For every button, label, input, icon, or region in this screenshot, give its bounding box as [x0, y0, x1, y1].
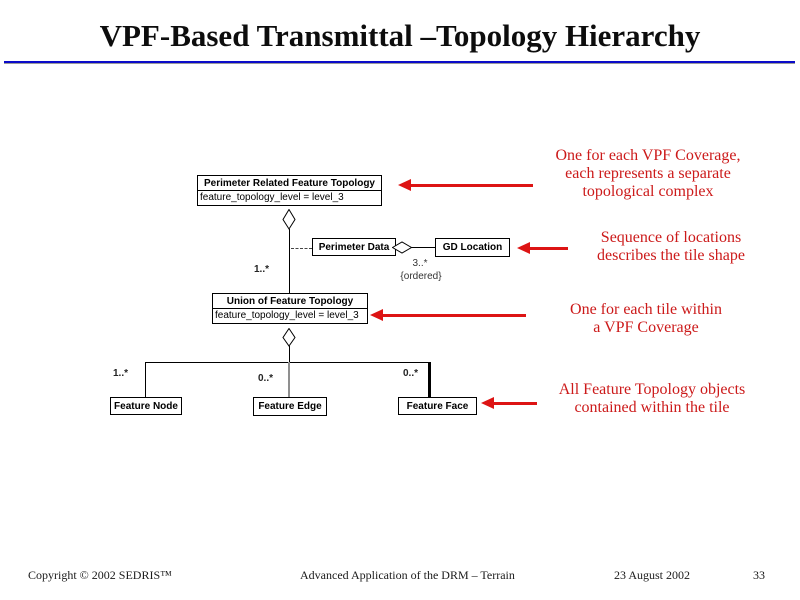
multiplicity-label: 0..*	[258, 373, 274, 384]
class-box-perimeter-related-feature-topology: Perimeter Related Feature Topology featu…	[197, 175, 382, 206]
class-title: Feature Node	[114, 400, 178, 412]
annotation-line: One for each VPF Coverage,	[555, 147, 741, 164]
connector-line	[289, 346, 290, 362]
class-box-feature-edge: Feature Edge	[253, 397, 327, 416]
aggregation-diamond-icon	[282, 328, 296, 347]
connector-line	[288, 362, 290, 397]
left-arrow-icon	[370, 309, 383, 321]
footer-date: 23 August 2002	[614, 568, 691, 582]
annotation-text: One for each VPF Coverage, each represen…	[520, 147, 776, 201]
left-arrow-icon	[398, 179, 411, 191]
annotation-line: All Feature Topology objects	[558, 381, 746, 398]
class-title: Perimeter Related Feature Topology	[198, 176, 381, 191]
annotation-line: each represents a separate	[565, 165, 731, 182]
class-box-feature-face: Feature Face	[398, 397, 477, 415]
annotation-line: topological complex	[582, 183, 714, 200]
multiplicity-label: 3..*	[412, 258, 428, 269]
arrow-shaft	[528, 247, 568, 250]
arrow-shaft	[409, 184, 533, 187]
annotation-line: describes the tile shape	[597, 247, 745, 264]
arrow-shaft	[381, 314, 526, 317]
annotation-line: Sequence of locations	[600, 229, 742, 246]
connector-line	[411, 247, 435, 248]
class-title: Union of Feature Topology	[213, 294, 367, 309]
multiplicity-label: 1..*	[254, 264, 270, 275]
class-title: Feature Edge	[258, 401, 322, 412]
class-title: GD Location	[442, 242, 503, 253]
footer-copyright: Copyright © 2002 SEDRIS™	[28, 568, 172, 582]
left-arrow-icon	[517, 242, 530, 254]
dashed-connector-line	[291, 248, 312, 249]
class-attribute: feature_topology_level = level_3	[200, 192, 344, 203]
left-arrow-icon	[481, 397, 494, 409]
class-box-perimeter-data: Perimeter Data	[312, 238, 396, 256]
arrow-shaft	[492, 402, 537, 405]
annotation-text: All Feature Topology objects contained w…	[527, 381, 777, 417]
page-title: VPF-Based Transmittal –Topology Hierarch…	[99, 18, 701, 53]
annotation-text: Sequence of locations describes the tile…	[548, 229, 794, 265]
annotation-line: One for each tile within	[570, 301, 722, 318]
footer-document-title: Advanced Application of the DRM – Terrai…	[300, 568, 515, 582]
aggregation-diamond-icon	[282, 209, 296, 230]
annotation-text: One for each tile within a VPF Coverage	[522, 301, 770, 337]
aggregation-diamond-icon	[392, 241, 412, 254]
multiplicity-label: 0..*	[403, 368, 419, 379]
annotation-line: contained within the tile	[574, 399, 730, 416]
class-box-gd-location: GD Location	[435, 238, 510, 257]
connector-line	[289, 229, 290, 293]
class-box-feature-node: Feature Node	[110, 397, 182, 415]
connector-line	[428, 362, 431, 397]
class-title: Feature Face	[406, 400, 469, 412]
class-title: Perimeter Data	[318, 241, 390, 253]
title-underline	[4, 61, 795, 64]
connector-line	[145, 362, 146, 397]
footer-page-number: 33	[753, 568, 765, 582]
class-attribute: feature_topology_level = level_3	[215, 310, 359, 321]
multiplicity-label: 1..*	[113, 368, 129, 379]
annotation-line: a VPF Coverage	[593, 319, 699, 336]
class-box-union-of-feature-topology: Union of Feature Topology feature_topolo…	[212, 293, 368, 324]
constraint-label: {ordered}	[400, 271, 442, 282]
